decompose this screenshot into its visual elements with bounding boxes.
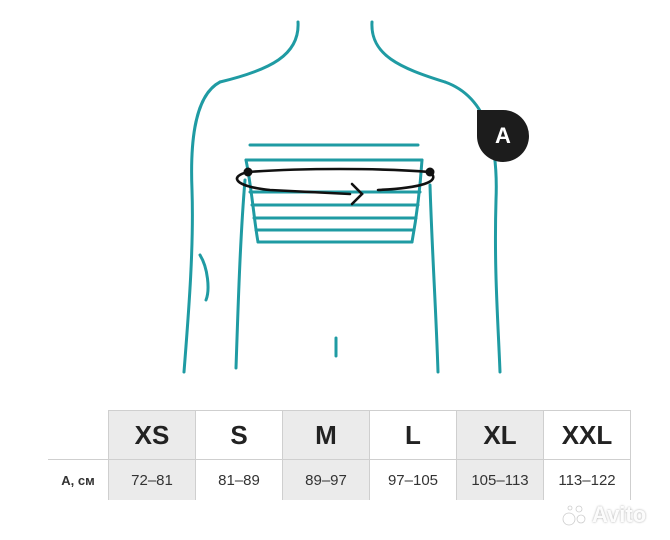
size-header-row: XS S M L XL XXL: [48, 410, 631, 460]
badge-shape: [477, 110, 529, 162]
neck-right-outline: [370, 20, 447, 84]
size-range-row: A, см 72–81 81–89 89–97 97–105 105–113 1…: [48, 459, 631, 500]
range-cell-m: 89–97: [282, 459, 370, 500]
range-cell-xxl: 113–122: [543, 459, 631, 500]
avito-dots-icon: [562, 505, 586, 526]
measure-loop-front: [376, 170, 435, 192]
measure-loop-back: [235, 170, 352, 196]
torso-measurement-figure: [182, 20, 502, 374]
right-arm-outer-outline: [443, 80, 502, 374]
size-header-xxl: XXL: [543, 410, 631, 460]
measure-arrow-head: [350, 182, 364, 206]
size-header-xl: XL: [456, 410, 544, 460]
measure-point-left: [243, 167, 253, 177]
row-label: A, см: [48, 459, 109, 500]
range-cell-xs: 72–81: [108, 459, 196, 500]
measurement-badge: A: [475, 108, 531, 164]
size-header-s: S: [195, 410, 283, 460]
badge-letter: A: [495, 123, 511, 148]
left-arm-inner-outline: [198, 253, 210, 302]
range-cell-l: 97–105: [369, 459, 457, 500]
range-cell-s: 81–89: [195, 459, 283, 500]
left-arm-outer-outline: [182, 80, 222, 374]
size-table: XS S M L XL XXL A, см 72–81 81–89 89–97 …: [48, 410, 631, 500]
size-header-xs: XS: [108, 410, 196, 460]
size-header-l: L: [369, 410, 457, 460]
avito-watermark: Avito: [562, 500, 662, 530]
neck-left-outline: [218, 20, 300, 84]
range-cell-xl: 105–113: [456, 459, 544, 500]
measure-loop-top: [246, 167, 432, 174]
measure-point-right: [425, 167, 435, 177]
right-body-inner-outline: [428, 183, 440, 374]
band-side-right: [410, 158, 424, 244]
table-corner-cell: [48, 410, 109, 460]
left-body-inner-outline: [234, 178, 247, 370]
watermark-text: Avito: [592, 502, 647, 527]
size-header-m: M: [282, 410, 370, 460]
